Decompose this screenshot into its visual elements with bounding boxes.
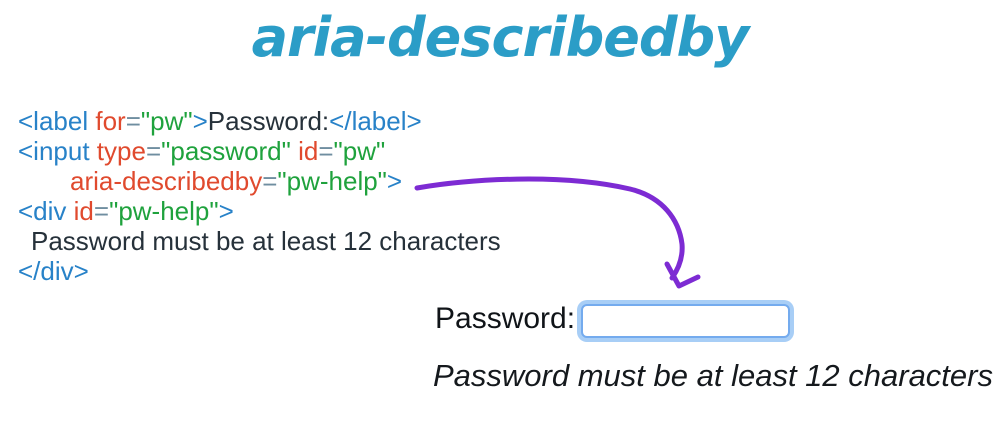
code-line: <label for="pw">Password:</label> [18,106,422,136]
code-line: <input type="password" id="pw" [18,136,386,166]
page-title: aria-describedby [251,6,750,69]
code-block: <label for="pw">Password:</label><input … [18,106,501,286]
code-line: Password must be at least 12 characters [31,226,501,256]
code-line: </div> [18,256,89,286]
code-line: aria-describedby="pw-help"> [70,166,403,196]
curved-arrow-icon [414,176,701,289]
code-line: <div id="pw-help"> [18,196,234,226]
password-input[interactable] [581,304,790,338]
password-help-text: Password must be at least 12 characters [433,358,993,393]
password-label: Password: [435,302,576,335]
